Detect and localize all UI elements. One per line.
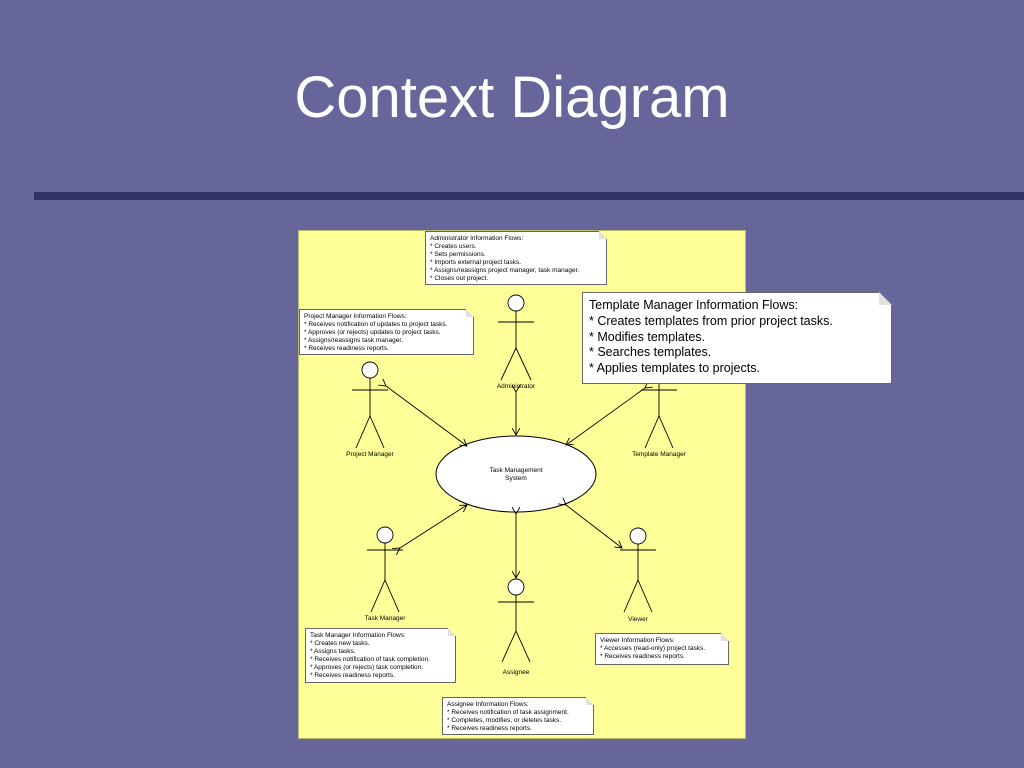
- actor-label-viewer: Viewer: [628, 616, 648, 623]
- note-item: * Approves (or rejects) updates to proje…: [304, 329, 441, 337]
- flow-project-manager: [386, 386, 467, 446]
- note-item: * Receives notification of updates to pr…: [304, 321, 448, 329]
- note-item: * Receives readiness reports.: [310, 672, 395, 680]
- note-item: * Assigns/reassigns task manager.: [304, 337, 403, 345]
- note-item: * Receives readiness reports.: [447, 725, 532, 733]
- system-label-line2: System: [505, 475, 527, 482]
- note-item: * Receives readiness reports.: [600, 653, 685, 661]
- actor-label-assignee: Assignee: [502, 669, 530, 676]
- note-item: * Receives notification of task completi…: [310, 656, 430, 664]
- slide-title: Context Diagram: [294, 65, 730, 130]
- flow-viewer: [566, 505, 622, 548]
- note-template-manager: Template Manager Information Flows: * Cr…: [582, 292, 892, 384]
- actor-viewer: [620, 527, 656, 613]
- note-item: * Receives notification of task assignme…: [447, 709, 569, 717]
- note-item: * Approves (or rejects) task completion.: [310, 664, 424, 672]
- note-item: * Creates templates from prior project t…: [589, 313, 833, 328]
- system-label: Task Management System: [436, 467, 596, 483]
- note-item: * Assigns tasks.: [310, 648, 356, 656]
- actor-label-administrator: Administrator: [496, 383, 536, 390]
- note-title: Task Manager Information Flows:: [310, 632, 406, 639]
- note-item: * Accesses (read-only) project tasks.: [600, 645, 706, 653]
- note-item: * Closes out project.: [430, 275, 489, 283]
- note-item: * Receives readiness reports.: [304, 345, 389, 353]
- actor-template-manager: [641, 384, 677, 449]
- actor-label-task-manager: Task Manager: [364, 615, 406, 622]
- title-divider: [34, 192, 1024, 200]
- note-item: * Completes, modifies, or deletes tasks.: [447, 717, 562, 725]
- note-item: * Creates new tasks.: [310, 640, 370, 648]
- system-label-line1: Task Management: [489, 467, 543, 474]
- note-item: * Imports external project tasks.: [430, 259, 522, 267]
- note-title: Administrator Information Flows:: [430, 235, 524, 242]
- note-project-manager: Project Manager Information Flows: * Rec…: [299, 309, 474, 355]
- note-title: Project Manager Information Flows:: [304, 313, 407, 320]
- actor-project-manager: [352, 361, 388, 449]
- flow-template-manager: [566, 388, 645, 445]
- note-item: * Modifies templates.: [589, 329, 706, 344]
- note-item: * Searches templates.: [589, 345, 712, 360]
- actor-label-project-manager: Project Manager: [346, 451, 394, 458]
- note-title: Viewer Information Flows:: [600, 637, 675, 644]
- note-administrator: Administrator Information Flows: * Creat…: [425, 231, 607, 285]
- actor-assignee: [498, 578, 534, 663]
- note-assignee: Assignee Information Flows: * Receives n…: [442, 697, 594, 735]
- note-task-manager: Task Manager Information Flows: * Create…: [305, 628, 456, 683]
- note-item: * Creates users.: [430, 243, 477, 251]
- note-title: Assignee Information Flows:: [447, 701, 529, 708]
- note-viewer: Viewer Information Flows: * Accesses (re…: [595, 633, 729, 665]
- note-item: * Assigns/reassigns project manager, tas…: [430, 267, 580, 275]
- note-item: * Sets permissions.: [430, 251, 486, 259]
- note-title: Template Manager Information Flows:: [589, 298, 799, 312]
- flow-task-manager: [400, 505, 467, 548]
- note-item: * Applies templates to projects.: [589, 361, 760, 376]
- actor-label-template-manager: Template Manager: [632, 451, 686, 458]
- actor-administrator: [498, 294, 534, 381]
- actor-task-manager: [367, 526, 403, 613]
